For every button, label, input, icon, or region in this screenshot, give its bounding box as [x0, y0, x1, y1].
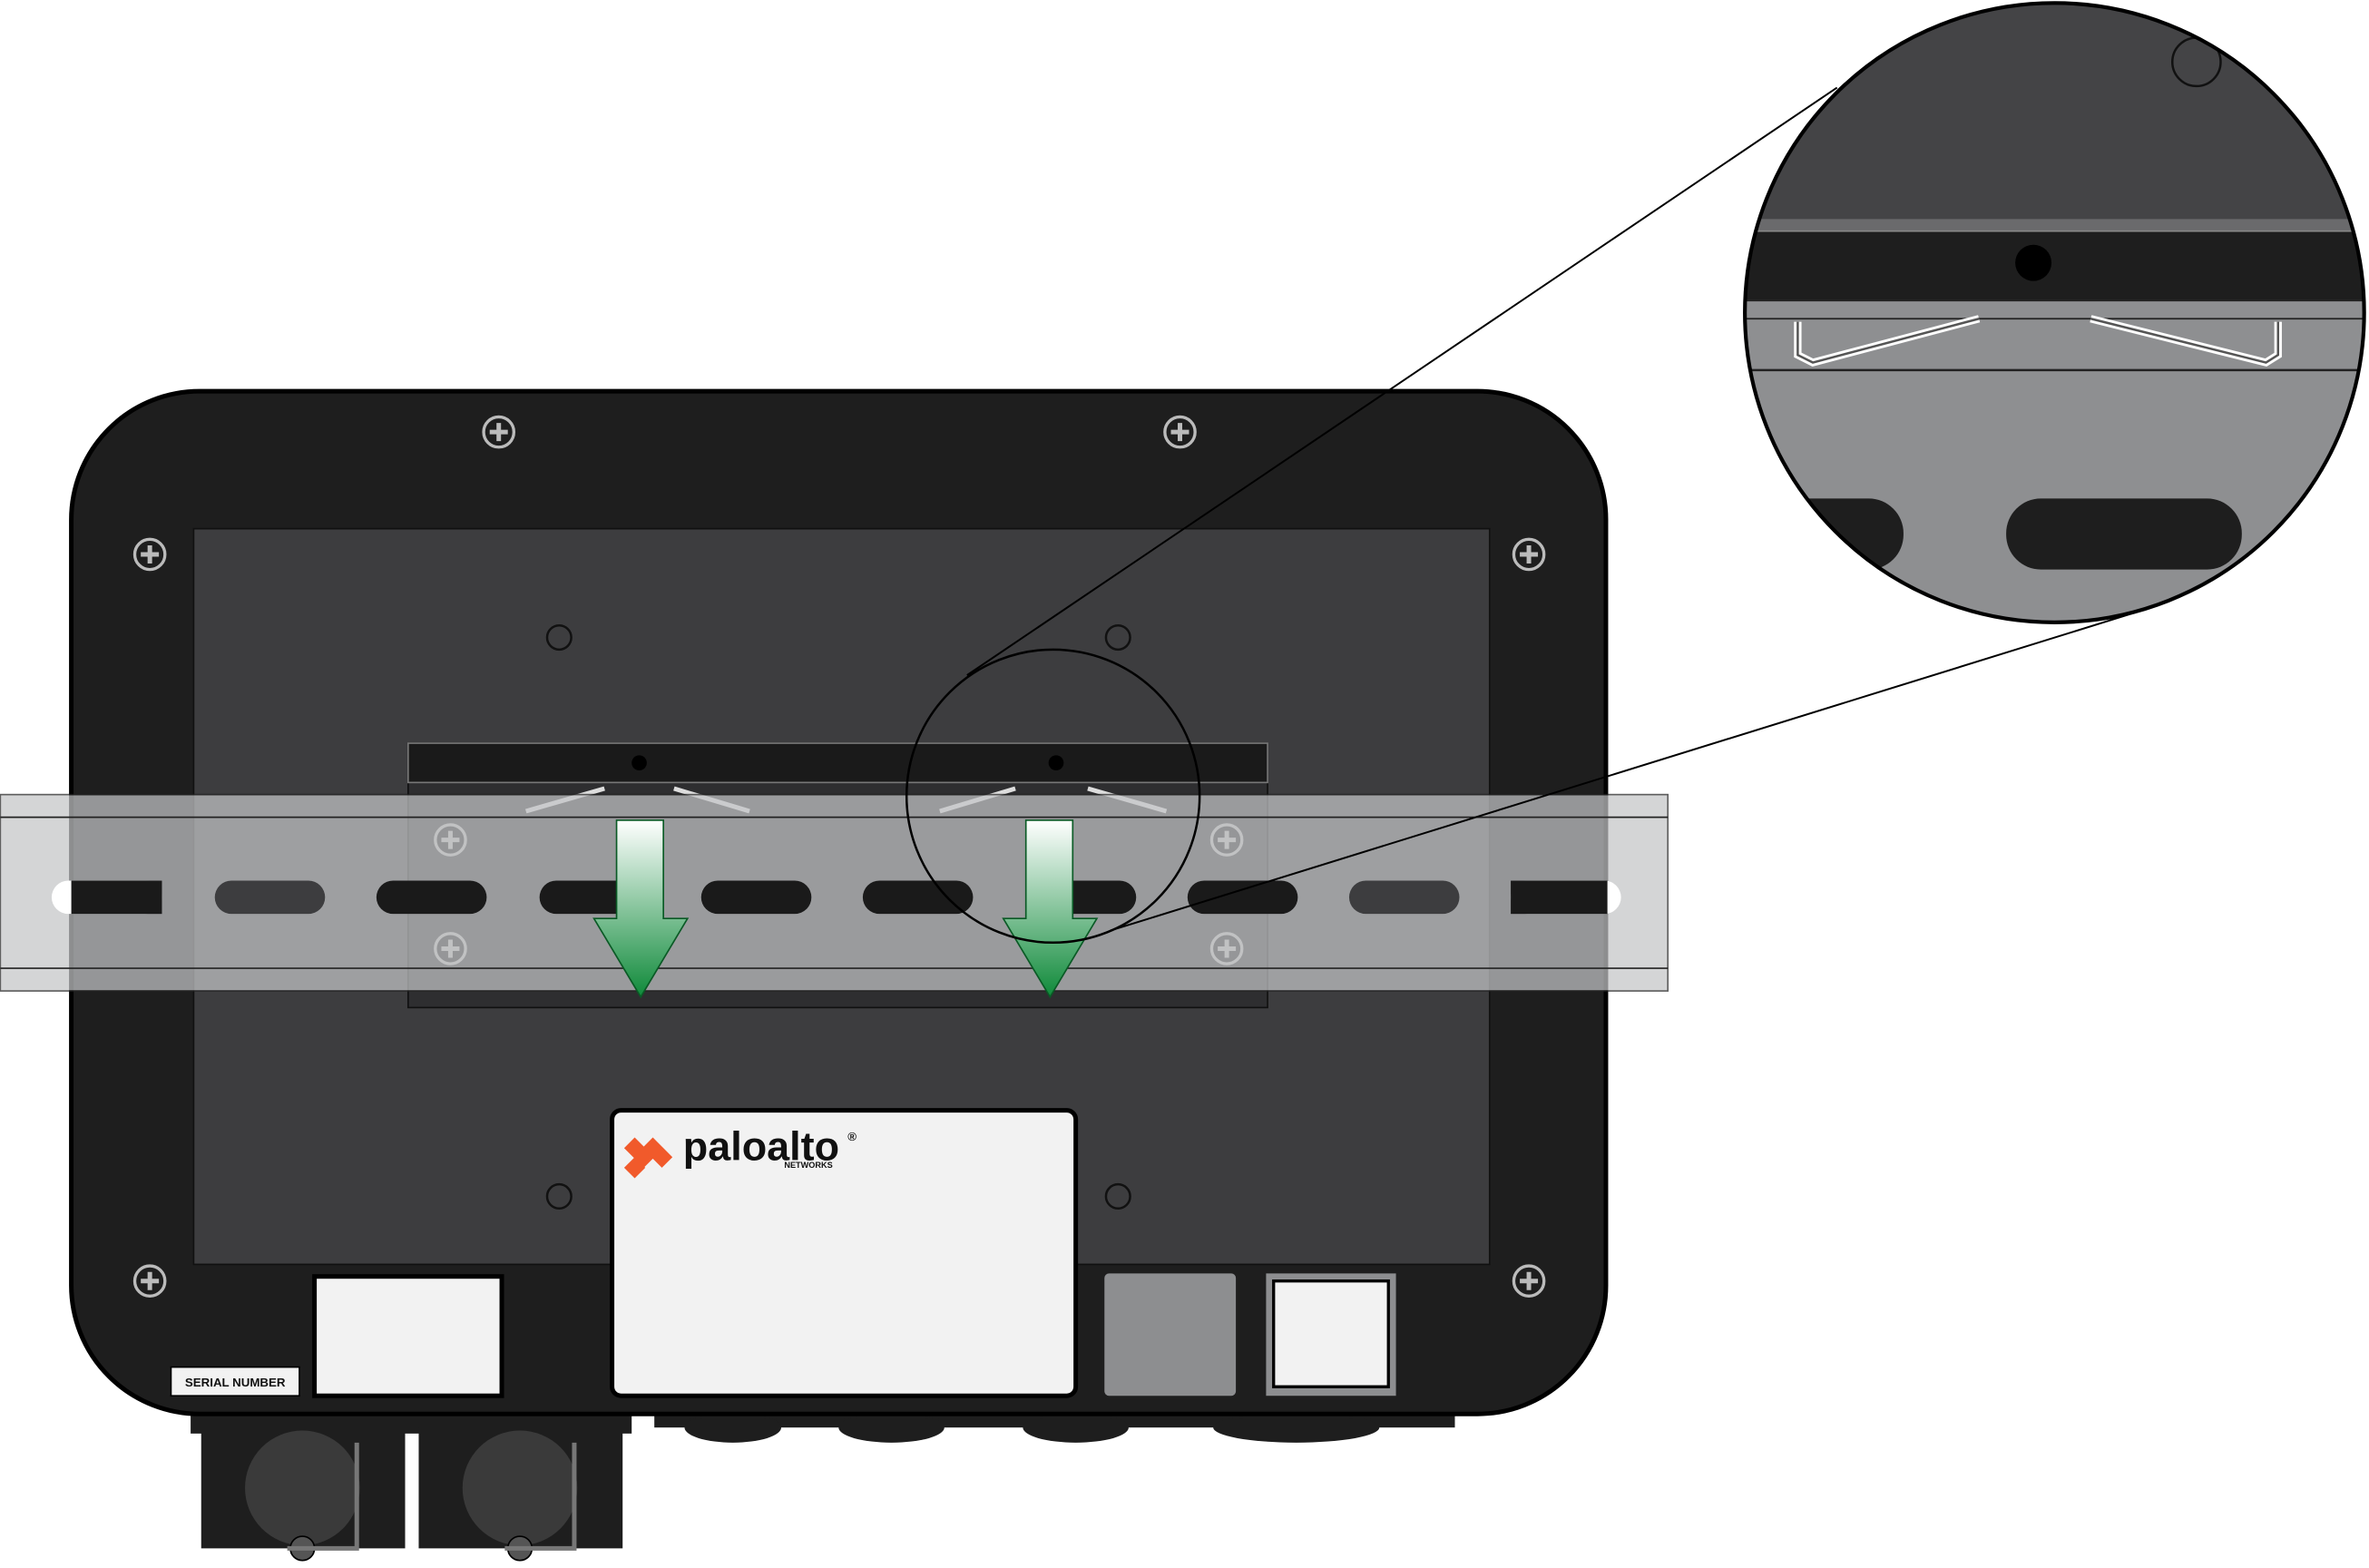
down-arrow-left [592, 819, 690, 999]
product-label [610, 1108, 1079, 1398]
din-rail [0, 793, 1669, 992]
logo-text: paloalto [683, 1123, 839, 1170]
serial-number-text: SERIAL NUMBER [185, 1376, 286, 1389]
bottom-connectors [191, 1412, 1455, 1562]
mounting-holes [545, 623, 1131, 1210]
logo-subtext: NETWORKS [784, 1161, 832, 1170]
callout-circle [905, 648, 1201, 945]
port-cover-left [312, 1274, 504, 1398]
logo-mark: ® [847, 1130, 857, 1143]
serial-number-label [170, 1366, 300, 1397]
down-arrow-right [1002, 819, 1099, 999]
port-cover-gray [1104, 1273, 1237, 1396]
zoom-detail [1745, 3, 2364, 622]
paloalto-logo-icon [623, 1137, 673, 1179]
